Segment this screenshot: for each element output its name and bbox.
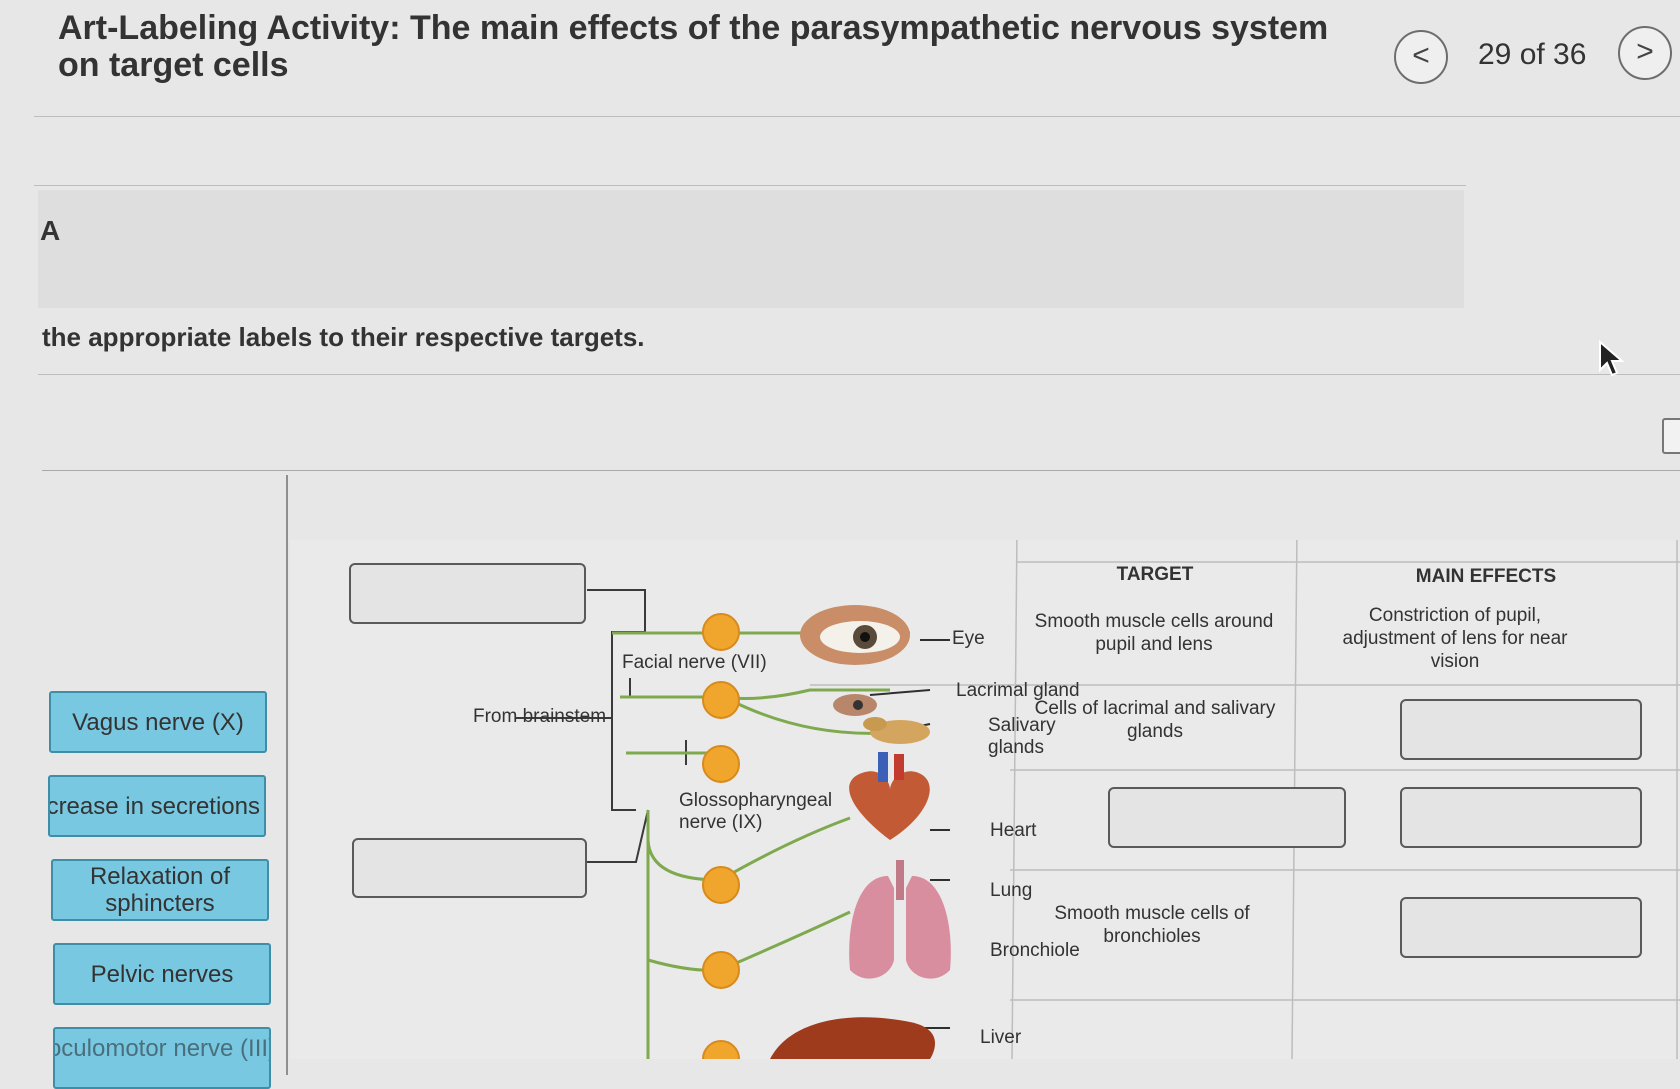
- bronchiole-label: Bronchiole: [990, 940, 1080, 961]
- divider: [38, 374, 1680, 375]
- instructions-text: the appropriate labels to their respecti…: [42, 322, 645, 352]
- glossopharyngeal-nerve-label: Glossopharyngeal nerve (IX): [679, 790, 833, 833]
- liver-label: Liver: [980, 1027, 1022, 1048]
- item-counter: 29 of 36: [1478, 38, 1587, 71]
- part-header-panel: [38, 190, 1464, 308]
- label-drop-target[interactable]: [349, 563, 586, 624]
- effect-drop-target[interactable]: [1400, 699, 1642, 760]
- divider: [34, 116, 1680, 117]
- effect-cell: Constriction of pupil, adjustment of len…: [1342, 605, 1568, 672]
- from-brainstem-label: From brainstem: [473, 706, 607, 727]
- previous-item-button[interactable]: <: [1394, 30, 1448, 84]
- label-chip[interactable]: Relaxation of sphincters: [51, 859, 269, 921]
- eye-label: Eye: [952, 628, 985, 649]
- next-item-button[interactable]: >: [1618, 26, 1672, 80]
- mouse-cursor-icon: [1599, 340, 1625, 377]
- heart-label: Heart: [990, 820, 1037, 841]
- chevron-left-icon: <: [1412, 39, 1430, 72]
- part-letter: A: [40, 215, 61, 246]
- diagram-area: From brainstem Facial nerve (VII) Glosso…: [290, 540, 1680, 1059]
- target-cell: Cells of lacrimal and salivary glands: [1034, 698, 1276, 742]
- target-cell: Smooth muscle cells around pupil and len…: [1034, 611, 1274, 655]
- label-chip[interactable]: Vagus nerve (X): [49, 691, 267, 753]
- main-effects-column-header: MAIN EFFECTS: [1415, 566, 1557, 587]
- target-cell: Smooth muscle cells of bronchioles: [1054, 903, 1250, 947]
- label-drop-target[interactable]: [352, 838, 587, 898]
- target-drop-target[interactable]: [1108, 787, 1346, 848]
- label-chip[interactable]: Pelvic nerves: [53, 943, 271, 1005]
- label-bank: Vagus nerve (X) icrease in secretions Re…: [44, 475, 288, 1089]
- side-panel-tab[interactable]: [1662, 418, 1680, 454]
- divider: [42, 470, 1680, 471]
- chevron-right-icon: >: [1636, 35, 1654, 68]
- lacrimal-gland-label: Lacrimal gland: [956, 680, 1080, 701]
- lung-label: Lung: [990, 880, 1033, 901]
- target-column-header: TARGET: [1116, 564, 1194, 585]
- effect-drop-target[interactable]: [1400, 897, 1642, 958]
- salivary-glands-label: Salivary glands: [988, 715, 1056, 758]
- effect-drop-target[interactable]: [1400, 787, 1642, 848]
- facial-nerve-label: Facial nerve (VII): [622, 652, 767, 673]
- divider: [34, 185, 1466, 186]
- label-chip[interactable]: icrease in secretions: [48, 775, 266, 837]
- label-chip[interactable]: oculomotor nerve (III): [53, 1027, 271, 1089]
- activity-title: Art-Labeling Activity: The main effects …: [58, 9, 1329, 84]
